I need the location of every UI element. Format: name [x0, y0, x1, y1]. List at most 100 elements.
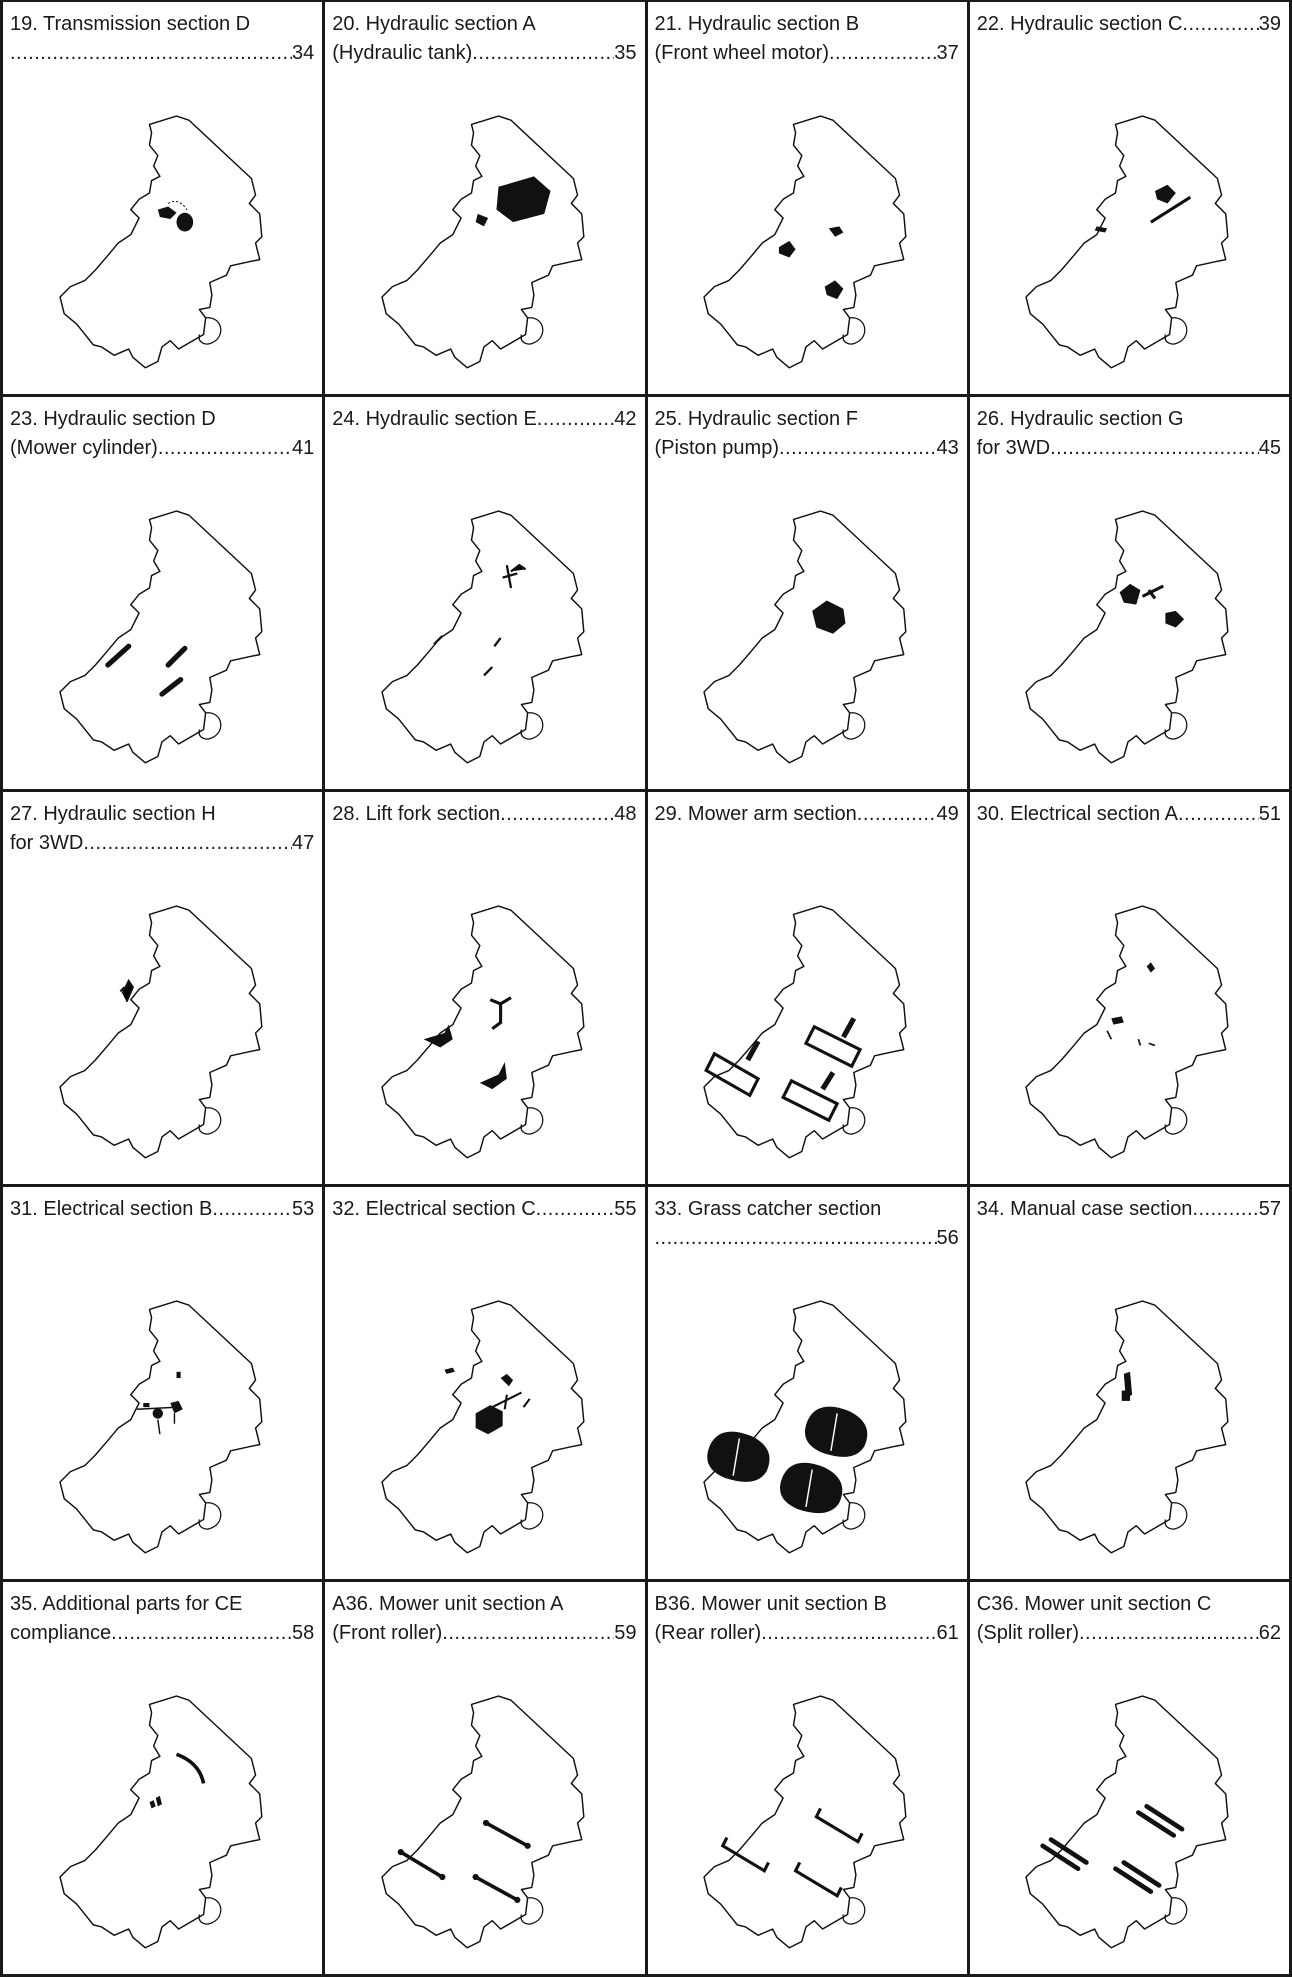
- page-number: 35: [614, 39, 636, 68]
- index-entry-43[interactable]: 25. Hydraulic section F(Piston pump)43: [648, 397, 970, 792]
- mower-diagram: [1014, 114, 1244, 374]
- roller-outline: [521, 1108, 543, 1134]
- index-entry-53[interactable]: 31. Electrical section B53: [3, 1187, 325, 1582]
- entry-title: 34. Manual case section57: [977, 1195, 1281, 1224]
- electrical-c-diagram-svg: [370, 1299, 600, 1559]
- mower-outline: [1026, 906, 1228, 1158]
- entry-name: C36. Mower unit section C: [977, 1590, 1212, 1619]
- index-entry-42[interactable]: 24. Hydraulic section E42: [325, 397, 647, 792]
- index-entry-34[interactable]: 19. Transmission section D34: [3, 2, 325, 397]
- mower-outline: [382, 1696, 584, 1948]
- dot-leader: [829, 39, 937, 68]
- transmission-d-highlight: [157, 201, 192, 231]
- mower-outline: [704, 116, 906, 368]
- roller-outline: [1165, 1503, 1187, 1529]
- entry-title: 32. Electrical section C55: [332, 1195, 636, 1224]
- mower-diagram: [48, 904, 278, 1164]
- hydraulic-h-diagram-svg: [48, 904, 278, 1164]
- index-entry-56[interactable]: 33. Grass catcher section56: [648, 1187, 970, 1582]
- page-number: 47: [292, 829, 314, 858]
- lift-fork-diagram-svg: [370, 904, 600, 1164]
- entry-subtitle: (Front wheel motor): [655, 39, 830, 68]
- entry-title: 20. Hydraulic section A(Hydraulic tank)3…: [332, 10, 636, 68]
- entry-subtitle: (Hydraulic tank): [332, 39, 472, 68]
- mower-outline: [60, 511, 262, 763]
- ce-parts-diagram-svg: [48, 1694, 278, 1954]
- mower-diagram: [48, 1694, 278, 1954]
- hydraulic-b-diagram-svg: [692, 114, 922, 374]
- mower-diagram: [370, 114, 600, 374]
- dot-leader: [1178, 800, 1259, 829]
- roller-outline: [521, 318, 543, 344]
- index-entry-51[interactable]: 30. Electrical section A51: [970, 792, 1292, 1187]
- dot-leader: [1182, 10, 1258, 39]
- page-number: 51: [1259, 800, 1281, 829]
- entry-name: B36. Mower unit section B: [655, 1590, 887, 1619]
- page-number: 61: [937, 1619, 959, 1648]
- index-entry-39[interactable]: 22. Hydraulic section C39: [970, 2, 1292, 397]
- mower-outline: [704, 1696, 906, 1948]
- hydraulic-a-highlight: [476, 176, 551, 226]
- index-entry-37[interactable]: 21. Hydraulic section B(Front wheel moto…: [648, 2, 970, 397]
- mower-outline: [382, 511, 584, 763]
- entry-name: 29. Mower arm section: [655, 800, 857, 829]
- mower-diagram: [692, 1299, 922, 1559]
- page-number: 34: [292, 39, 314, 68]
- entry-title: C36. Mower unit section C(Split roller)6…: [977, 1590, 1281, 1648]
- index-entry-57[interactable]: 34. Manual case section57: [970, 1187, 1292, 1582]
- hydraulic-d-diagram-svg: [48, 509, 278, 769]
- mower-outline: [382, 116, 584, 368]
- hydraulic-e-highlight: [434, 565, 526, 675]
- roller-outline: [199, 1898, 221, 1924]
- page-number: 57: [1259, 1195, 1281, 1224]
- transmission-d-diagram-svg: [48, 114, 278, 374]
- index-entry-55[interactable]: 32. Electrical section C55: [325, 1187, 647, 1582]
- mower-outline: [60, 906, 262, 1158]
- page-number: 55: [614, 1195, 636, 1224]
- split-roller-diagram-svg: [1014, 1694, 1244, 1954]
- index-entry-62[interactable]: C36. Mower unit section C(Split roller)6…: [970, 1582, 1292, 1977]
- entry-subtitle: (Piston pump): [655, 434, 780, 463]
- index-entry-61[interactable]: B36. Mower unit section B(Rear roller)61: [648, 1582, 970, 1977]
- split-roller-highlight: [1043, 1806, 1182, 1891]
- index-entry-41[interactable]: 23. Hydraulic section D(Mower cylinder)4…: [3, 397, 325, 792]
- entry-title: 24. Hydraulic section E42: [332, 405, 636, 434]
- dot-leader: [779, 434, 937, 463]
- mower-arm-diagram-svg: [692, 904, 922, 1164]
- page-number: 59: [614, 1619, 636, 1648]
- index-entry-59[interactable]: A36. Mower unit section A(Front roller)5…: [325, 1582, 647, 1977]
- entry-subtitle: compliance: [10, 1619, 111, 1648]
- index-entry-35[interactable]: 20. Hydraulic section A(Hydraulic tank)3…: [325, 2, 647, 397]
- page-number: 62: [1259, 1619, 1281, 1648]
- page-number: 42: [614, 405, 636, 434]
- mower-diagram: [48, 509, 278, 769]
- entry-name: 22. Hydraulic section C: [977, 10, 1183, 39]
- index-entry-58[interactable]: 35. Additional parts for CEcompliance58: [3, 1582, 325, 1977]
- grass-catcher-diagram-svg: [692, 1299, 922, 1559]
- index-entry-48[interactable]: 28. Lift fork section48: [325, 792, 647, 1187]
- mower-outline: [382, 906, 584, 1158]
- entry-title: 35. Additional parts for CEcompliance58: [10, 1590, 314, 1648]
- dot-leader: [500, 800, 614, 829]
- hydraulic-c-diagram-svg: [1014, 114, 1244, 374]
- entry-title: 31. Electrical section B53: [10, 1195, 314, 1224]
- hydraulic-d-highlight: [108, 646, 185, 694]
- roller-outline: [1165, 713, 1187, 739]
- roller-outline: [843, 1108, 865, 1134]
- entry-title: 19. Transmission section D34: [10, 10, 314, 68]
- entry-name: 28. Lift fork section: [332, 800, 500, 829]
- hydraulic-f-highlight: [812, 601, 845, 634]
- index-entry-49[interactable]: 29. Mower arm section49: [648, 792, 970, 1187]
- entry-name: A36. Mower unit section A: [332, 1590, 563, 1619]
- entry-name: 23. Hydraulic section D: [10, 405, 216, 434]
- page-number: 43: [937, 434, 959, 463]
- dot-leader: [857, 800, 937, 829]
- lift-fork-highlight: [424, 998, 511, 1090]
- roller-outline: [843, 1503, 865, 1529]
- mower-diagram: [1014, 1299, 1244, 1559]
- hydraulic-g-diagram-svg: [1014, 509, 1244, 769]
